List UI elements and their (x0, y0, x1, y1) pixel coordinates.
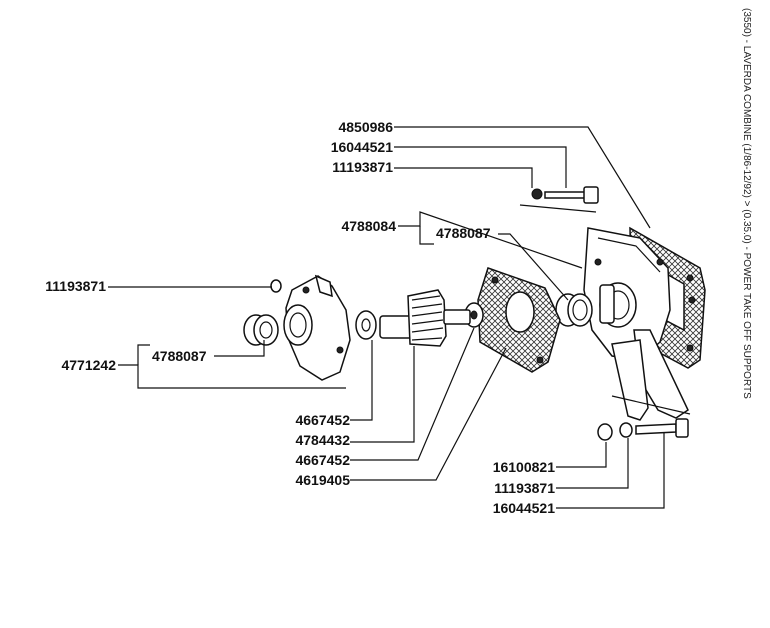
part-label-4784432[interactable]: 4784432 (295, 432, 350, 448)
part-label-4788084[interactable]: 4788084 (341, 218, 396, 234)
middle-gasket (477, 267, 561, 373)
part-label-4788087-right[interactable]: 4788087 (436, 225, 491, 241)
part-label-4667452-a[interactable]: 4667452 (295, 412, 350, 428)
left-support-housing (283, 274, 351, 381)
left-bearing (243, 314, 279, 346)
right-bearing (555, 293, 593, 327)
part-label-4850986[interactable]: 4850986 (338, 119, 393, 135)
part-label-16100821[interactable]: 16100821 (493, 459, 556, 475)
part-label-4788087-left[interactable]: 4788087 (152, 348, 207, 364)
gear-shaft (379, 289, 471, 347)
right-support-bracket (583, 227, 691, 421)
left-washer (355, 310, 377, 340)
part-label-11193871-left[interactable]: 11193871 (45, 278, 106, 294)
part-labels: 4850986 16044521 11193871 4788084 478808… (45, 119, 555, 516)
top-bolt-group (519, 186, 599, 213)
part-label-11193871-top[interactable]: 11193871 (332, 159, 393, 175)
part-label-4619405[interactable]: 4619405 (295, 472, 350, 488)
leader-lines (108, 126, 665, 509)
part-label-16044521-bottom[interactable]: 16044521 (493, 500, 556, 516)
part-label-11193871-bottom[interactable]: 11193871 (494, 480, 555, 496)
part-label-4667452-b[interactable]: 4667452 (295, 452, 350, 468)
left-nut (270, 279, 282, 293)
side-title: (3550) - LAVERDA COMBINE (1/86-12/92) > … (741, 8, 752, 399)
part-label-16044521-top[interactable]: 16044521 (331, 139, 394, 155)
part-label-4771242[interactable]: 4771242 (61, 357, 116, 373)
lower-bolt-group (597, 418, 689, 441)
